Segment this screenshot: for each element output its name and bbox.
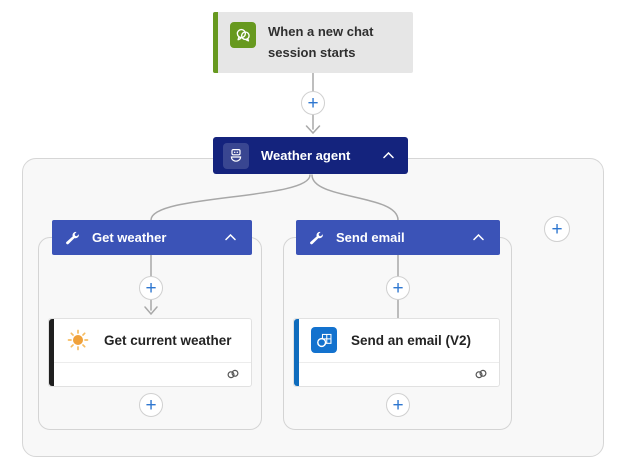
collapse-send-email-button[interactable]: [468, 228, 488, 248]
action-label: Get current weather: [104, 332, 232, 348]
action-accent-bar: [49, 319, 54, 386]
agent-label: Weather agent: [261, 148, 351, 163]
chevron-up-icon: [382, 152, 394, 159]
action-card-send-an-email-v2[interactable]: Send an email (V2): [293, 318, 500, 387]
link-icon: [475, 370, 487, 379]
wrench-icon: [66, 231, 79, 245]
outlook-icon: [311, 327, 337, 354]
tool-card-get-weather[interactable]: Get weather: [52, 220, 252, 255]
trigger-accent-bar: [213, 12, 218, 73]
action-card-get-current-weather[interactable]: Get current weather: [48, 318, 252, 387]
add-action-after-send-an-email-button[interactable]: +: [386, 393, 410, 417]
tool-card-send-email[interactable]: Send email: [296, 220, 500, 255]
sun-icon: [67, 329, 89, 351]
chevron-up-icon: [224, 234, 236, 241]
action-accent-bar: [294, 319, 299, 386]
add-action-in-get-weather-button[interactable]: +: [139, 276, 163, 300]
action-label: Send an email (V2): [351, 332, 472, 348]
robot-icon: [223, 142, 249, 169]
wrench-icon: [310, 231, 323, 245]
tool-label: Send email: [336, 230, 405, 245]
collapse-get-weather-button[interactable]: [220, 228, 240, 248]
add-action-after-get-current-weather-button[interactable]: +: [139, 393, 163, 417]
trigger-card[interactable]: When a new chat session starts: [213, 12, 413, 73]
add-action-after-trigger-button[interactable]: +: [301, 91, 325, 115]
tool-label: Get weather: [92, 230, 167, 245]
add-action-in-send-email-button[interactable]: +: [386, 276, 410, 300]
agent-card[interactable]: Weather agent: [213, 137, 408, 174]
link-icon: [227, 370, 239, 379]
chat-bubbles-icon: [230, 22, 256, 48]
trigger-label: When a new chat session starts: [268, 24, 374, 60]
chevron-up-icon: [472, 234, 484, 241]
add-tool-button[interactable]: +: [544, 216, 570, 242]
collapse-agent-button[interactable]: [378, 146, 398, 166]
